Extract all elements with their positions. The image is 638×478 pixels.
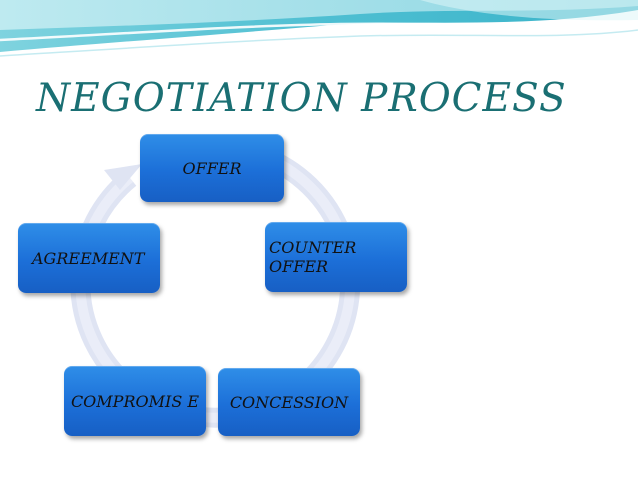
step-offer-box: OFFER: [140, 134, 284, 202]
step-agreement-label: AGREEMENT: [32, 248, 145, 268]
step-counter-offer-label: COUNTER OFFER: [269, 238, 357, 276]
step-concession-box: CONCESSION: [218, 368, 360, 436]
step-concession-label: CONCESSION: [229, 392, 349, 412]
step-offer-label: OFFER: [182, 158, 242, 178]
slide-title: NEGOTIATION PROCESS: [36, 76, 567, 121]
step-compromise-label: COMPROMIS E: [70, 391, 200, 411]
step-compromise-box: COMPROMIS E: [64, 366, 206, 436]
step-counter-offer-box: COUNTER OFFER: [265, 222, 407, 292]
step-agreement-box: AGREEMENT: [18, 223, 160, 293]
